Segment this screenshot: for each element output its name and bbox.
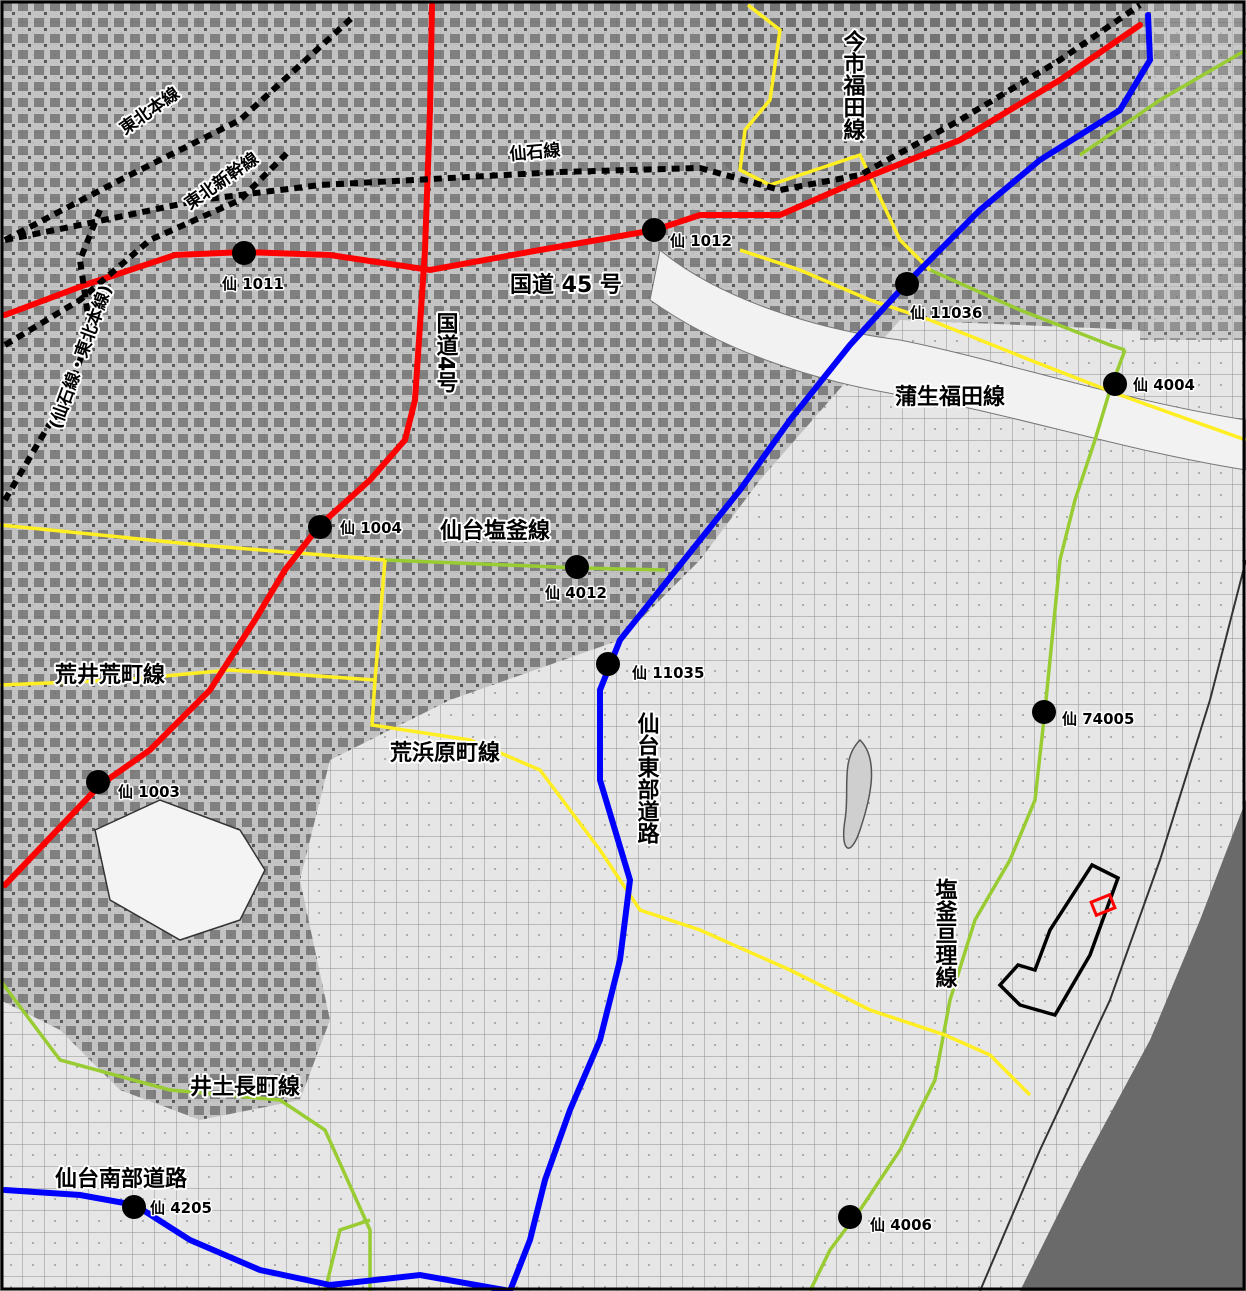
point-marker-4006 xyxy=(838,1205,862,1229)
label-senseki-line: 仙石線 xyxy=(509,140,562,165)
road-northeast-rail xyxy=(1079,48,1246,157)
sendai-tobu-road xyxy=(507,12,1154,1291)
point-label-1004: 仙 1004 xyxy=(340,519,402,537)
point-label-1003: 仙 1003 xyxy=(118,783,180,801)
point-marker-11036 xyxy=(895,272,919,296)
label-arai-aramachi: 荒井荒町線 xyxy=(55,662,165,688)
road-imaichi-east xyxy=(929,268,1126,352)
point-label-1012: 仙 1012 xyxy=(670,232,732,250)
label-sendai-nanbu: 仙台南部道路 xyxy=(55,1166,188,1192)
road-arai-aramachi xyxy=(0,559,387,687)
rail-south xyxy=(2,208,103,502)
pond xyxy=(842,738,873,849)
road-imaichi-fukuda xyxy=(738,3,932,272)
railways xyxy=(2,2,1142,502)
rail-senseki xyxy=(4,2,1142,243)
point-marker-1004 xyxy=(308,515,332,539)
road-sendai-shiogama-west xyxy=(0,523,386,562)
point-label-4012: 仙 4012 xyxy=(545,584,607,602)
rail-tohoku-honsen xyxy=(3,12,358,243)
road-arahama-haramachi xyxy=(370,679,1032,1097)
label-arahama-haramachi: 荒浜原町線 xyxy=(390,740,500,766)
road-gamo-fukuda xyxy=(739,248,1246,442)
coast-line xyxy=(979,559,1246,1291)
point-marker-1011 xyxy=(232,241,256,265)
point-label-4205: 仙 4205 xyxy=(150,1199,212,1217)
label-route-45: 国道 45 号 xyxy=(510,272,622,298)
point-label-1011: 仙 1011 xyxy=(222,275,284,293)
prefectural-major-roads xyxy=(0,3,1246,1097)
label-imaichi-fukuda: 今市福田線 xyxy=(840,29,867,140)
point-marker-4012 xyxy=(565,555,589,579)
road-idobuchi-green xyxy=(0,978,372,1291)
point-marker-4205 xyxy=(122,1195,146,1219)
road-shiogama-watari xyxy=(808,349,1127,1291)
point-marker-74005 xyxy=(1032,700,1056,724)
airfield xyxy=(94,799,266,941)
label-route-4: 国道4号 xyxy=(433,312,459,394)
label-sendai-tobu: 仙台東部道路 xyxy=(634,711,660,844)
sendai-nanbu-road xyxy=(2,1187,513,1291)
label-idobuchi-nagamachi: 井土長町線 xyxy=(190,1074,300,1100)
point-marker-1012 xyxy=(642,218,666,242)
point-label-4004: 仙 4004 xyxy=(1133,376,1195,394)
project-area-outline xyxy=(997,862,1121,1018)
bypass-roads xyxy=(2,12,1154,1291)
sea xyxy=(1020,800,1246,1291)
point-marker-1003 xyxy=(86,770,110,794)
point-label-4006: 仙 4006 xyxy=(870,1216,932,1234)
label-gamo-fukuda: 蒲生福田線 xyxy=(895,384,1005,410)
point-marker-4004 xyxy=(1103,372,1127,396)
urban-area-north xyxy=(700,0,1246,340)
project-marker xyxy=(1089,892,1117,918)
route-45 xyxy=(2,22,1143,318)
point-label-11035: 仙 11035 xyxy=(632,664,704,682)
label-sendai-shiogama: 仙台塩釜線 xyxy=(440,518,550,544)
observation-points xyxy=(86,218,1127,1229)
rail-tohoku-shinkansen xyxy=(3,147,293,348)
label-shiogama-watari: 塩釜亘理線 xyxy=(932,877,959,988)
point-label-11036: 仙 11036 xyxy=(910,304,982,322)
road-south-loop xyxy=(323,1218,371,1291)
point-marker-11035 xyxy=(596,652,620,676)
river xyxy=(649,249,1246,471)
point-label-74005: 仙 74005 xyxy=(1062,710,1134,728)
